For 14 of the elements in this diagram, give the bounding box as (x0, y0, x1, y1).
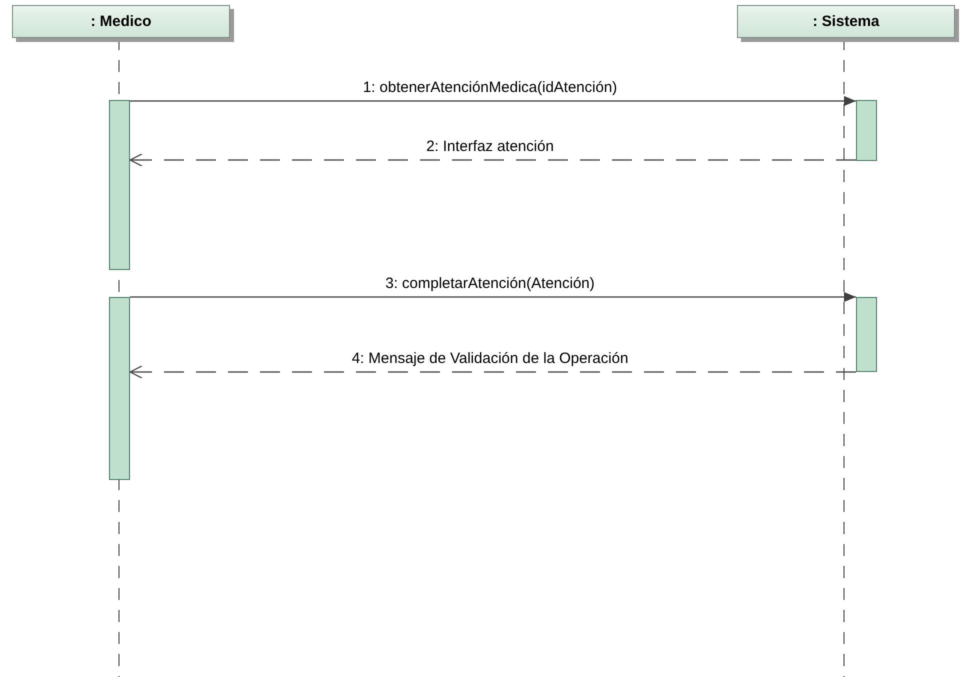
activation-bar (109, 297, 130, 480)
activation-bar (856, 100, 877, 161)
participant-name: : Sistema (812, 13, 880, 30)
message-label: 1: obtenerAtenciónMedica(idAtención) (362, 79, 618, 96)
message-label: 2: Interfaz atención (426, 138, 554, 155)
message-arrow (130, 292, 856, 302)
message-label: 4: Mensaje de Validación de la Operación (352, 350, 628, 367)
message-arrow (130, 96, 856, 106)
participant-name: : Medico (90, 13, 152, 30)
return-message-arrow (129, 153, 856, 167)
message-label: 3: completarAtención(Atención) (385, 275, 595, 292)
return-message-arrow (129, 365, 856, 379)
activation-bar (856, 297, 877, 372)
activation-bar (109, 100, 130, 270)
